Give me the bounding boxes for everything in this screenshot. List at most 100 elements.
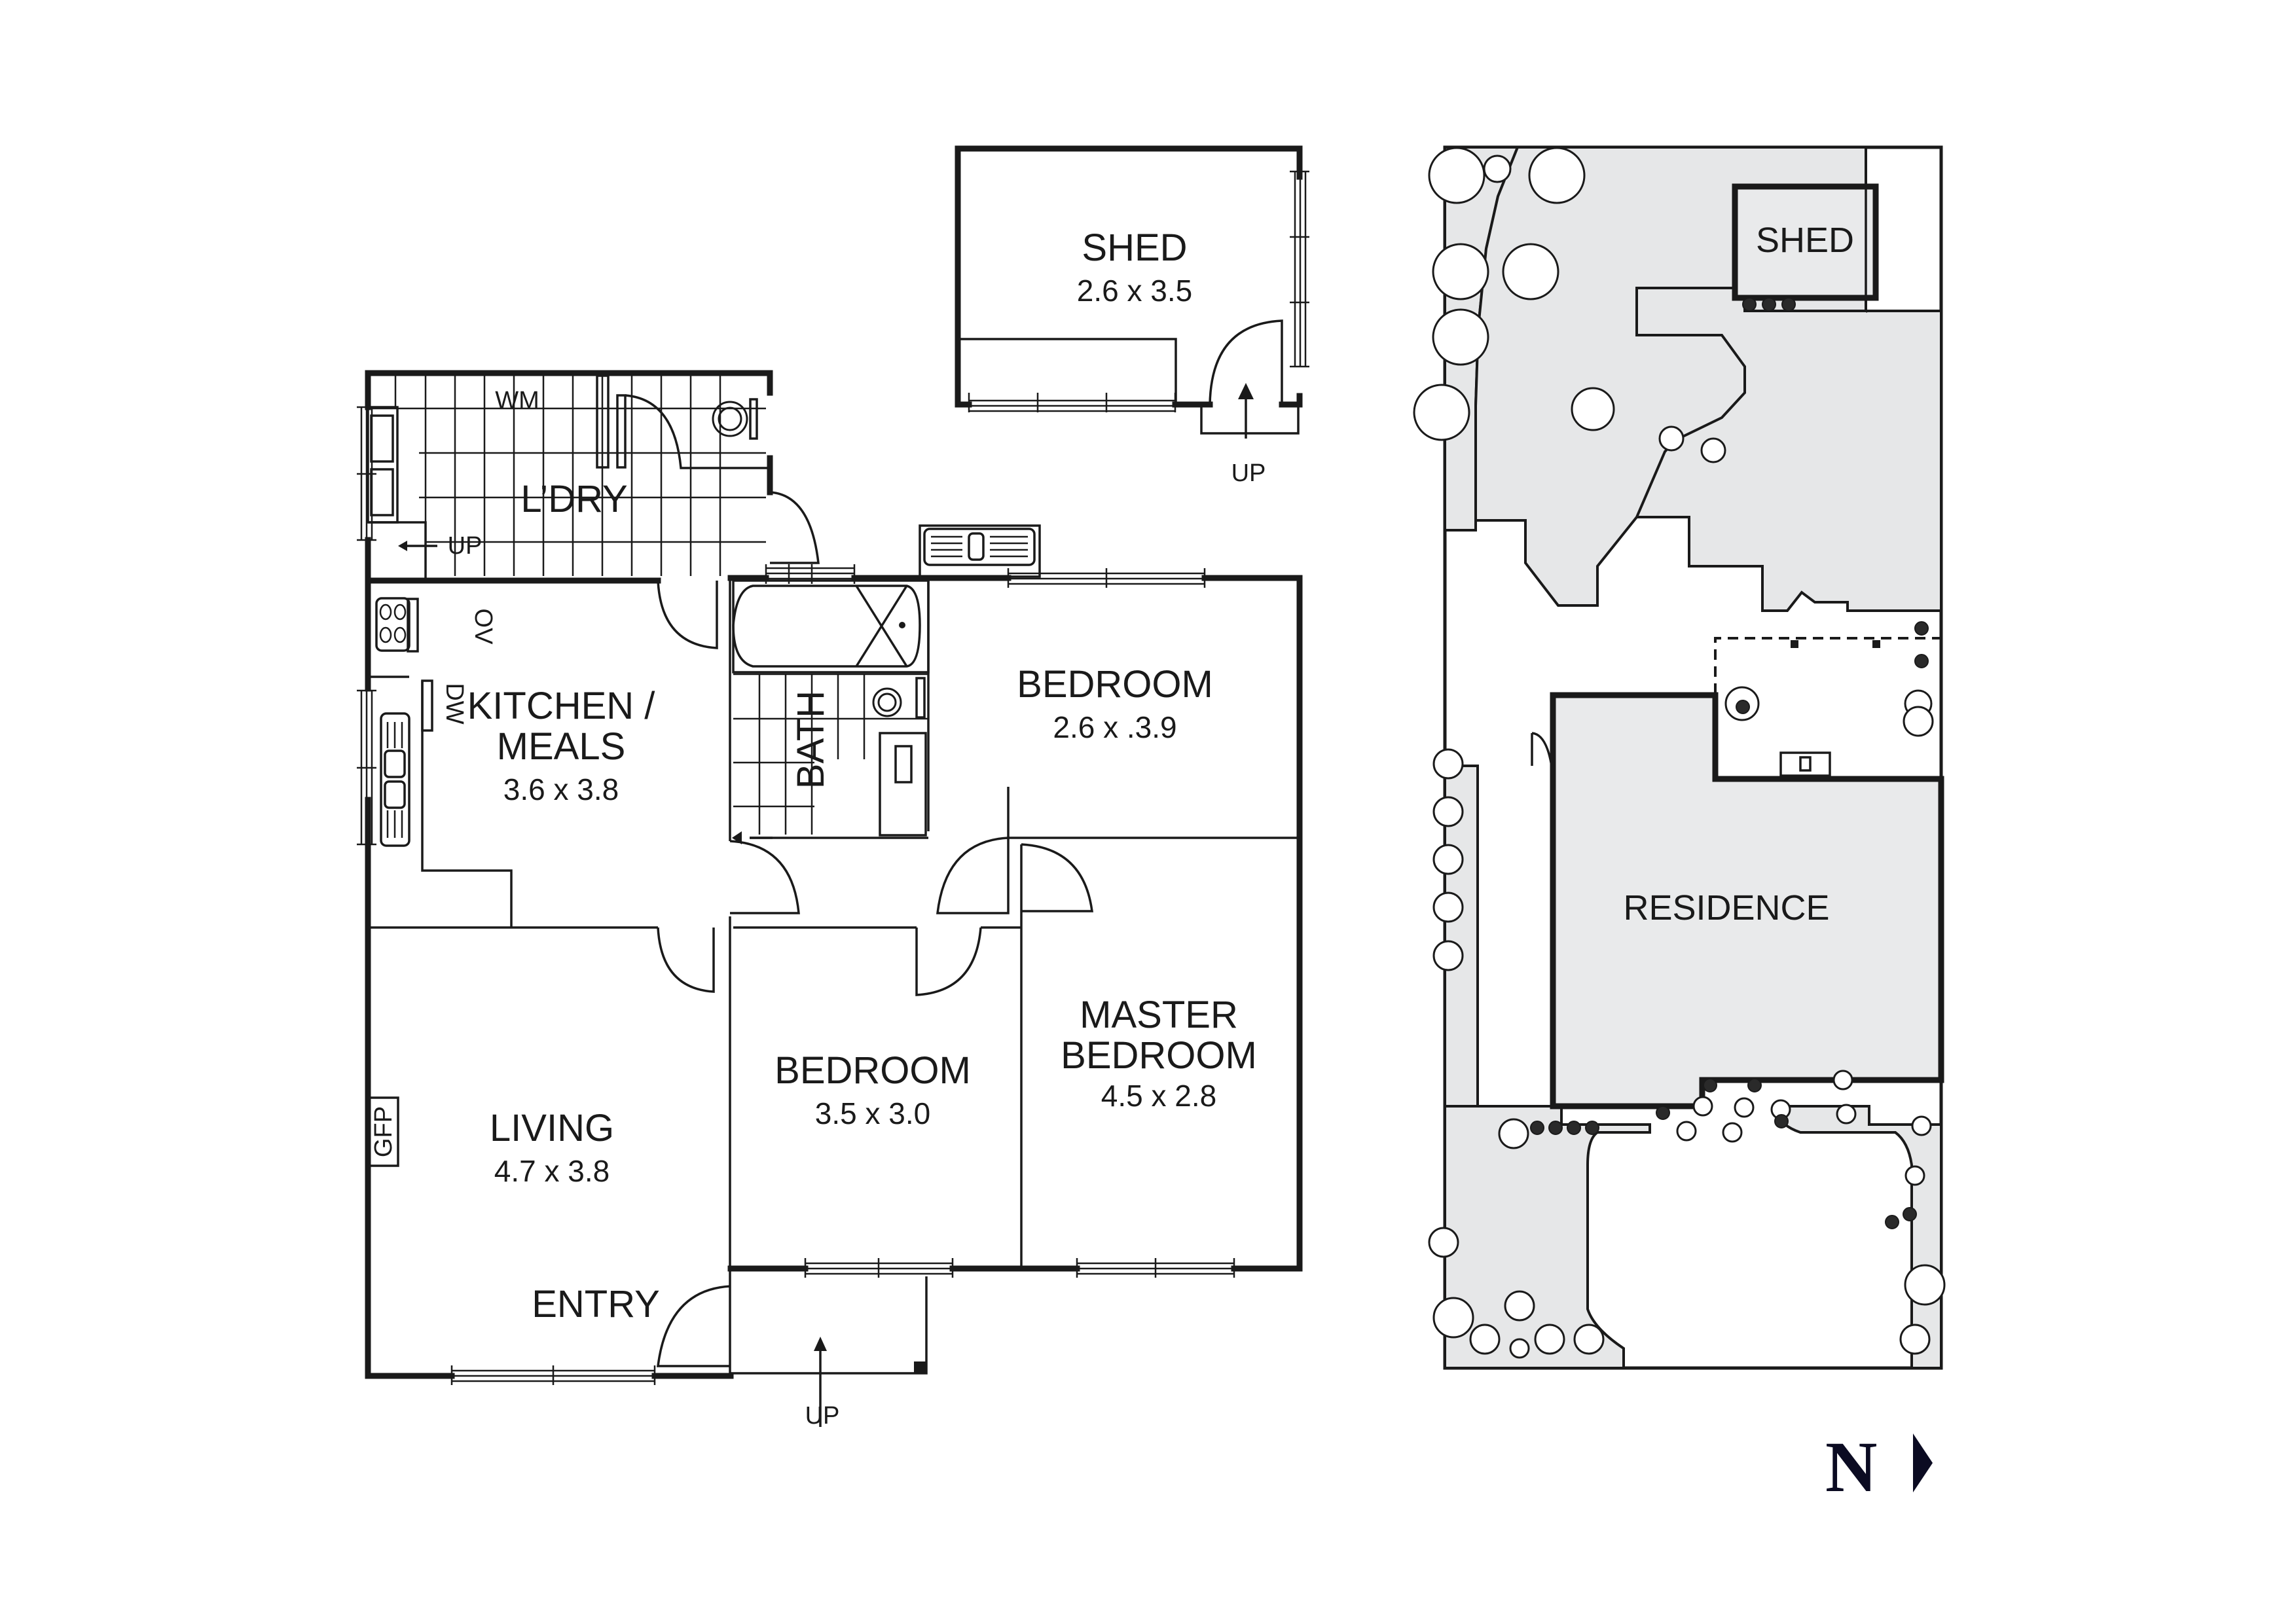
tree-icon [1904,1264,1946,1306]
shrub-icon [1656,1106,1670,1120]
shrub-icon [1903,1207,1917,1221]
living-door [657,927,715,993]
kitchen-room-label-line2: MEALS [497,725,626,768]
laundry-window [357,406,376,541]
shed-floor-plan: UP SHED 2.6 x 3.5 [955,145,1309,487]
bedroom3-window [804,1258,954,1278]
tree-icon [1903,706,1934,737]
oven-label: OV [469,609,497,645]
shrub-icon [1747,1078,1762,1092]
site-residence [1550,692,1944,1109]
tree-icon [1832,1070,1853,1090]
tree-icon [1428,147,1485,204]
master-window [1076,1258,1235,1278]
bath-tile-grid [733,673,928,835]
tree-icon [1432,748,1464,780]
laundry-tile-grid [370,376,766,576]
shed-room-dimensions: 2.6 x 3.5 [1077,274,1192,308]
sink-icon [380,712,410,847]
tree-icon [1658,425,1685,452]
shrub-icon [1774,1114,1789,1128]
vanity-icon [879,732,927,837]
dishwasher-unit [421,679,433,732]
shed-bench [960,338,1177,402]
tree-icon [1676,1121,1697,1142]
bedroom2-room-dimensions: 2.6 x .3.9 [1053,710,1176,744]
tree-icon [1432,308,1489,366]
tree-icon [1502,243,1559,300]
wc-door [625,394,767,469]
tree-icon [1836,1104,1857,1125]
house-floor-plan: WM L’DRY UP OV DW [357,370,1303,1430]
tree-icon [1904,1165,1925,1186]
tree-icon [1498,1118,1529,1149]
tree-icon [1911,1115,1932,1136]
laundry-up-label: UP [448,532,483,560]
shrub-icon [1736,700,1750,714]
shrub-icon [1585,1121,1599,1135]
tree-icon [1528,147,1586,204]
gas-fireplace-label: GFP [370,1106,397,1157]
kitchen-room-label-line1: KITCHEN / [467,685,656,727]
laundry-room-label: L’DRY [520,478,627,520]
entry-label: ENTRY [532,1283,660,1325]
site-plan: SHED RESIDENCE [1413,145,1946,1370]
tree-icon [1504,1290,1535,1322]
gas-fireplace [367,1096,399,1167]
shrub-icon [1742,297,1757,312]
shrub-icon [1885,1215,1899,1229]
tree-icon [1573,1324,1605,1355]
north-arrow: N [1825,1427,1933,1507]
tree-icon [1432,940,1464,971]
tree-icon [1722,1122,1743,1143]
shed-step [1200,405,1300,435]
shed-up-arrow-icon [1238,383,1254,399]
bathtub-icon [732,585,921,668]
entry-porch [731,1276,928,1375]
tree-icon [1432,1297,1474,1339]
shrub-icon [1548,1121,1563,1135]
tree-icon [1700,437,1726,463]
hall-door [729,840,800,914]
tree-icon [1432,796,1464,827]
master-room-label-line2: BEDROOM [1061,1034,1257,1077]
entry-up-arrow-icon [814,1337,827,1351]
kitchen-laundry-door [657,580,718,649]
shed-window-bottom [968,393,1176,412]
washing-machine-label: WM [495,387,539,414]
tree-icon [1432,844,1464,875]
shrub-icon [1914,621,1929,636]
tree-icon [1432,892,1464,923]
kitchen-room-dimensions: 3.6 x 3.8 [503,772,619,806]
bath-window [765,564,856,584]
tree-icon [1432,243,1489,300]
entry-door [657,1285,731,1367]
toilet-icon [712,398,758,440]
shed-up-label: UP [1231,460,1266,487]
tree-icon [1571,387,1615,431]
laundry-tub-icon [367,406,427,579]
master-room-dimensions: 4.5 x 2.8 [1101,1079,1216,1113]
bedroom2-room-label: BEDROOM [1017,663,1213,706]
site-residence-label: RESIDENCE [1623,888,1829,928]
shed-door [1209,319,1283,405]
shed-window-right [1290,170,1309,368]
site-shed [1732,183,1879,301]
shrub-icon [1914,654,1929,668]
north-arrow-icon [1913,1433,1933,1492]
site-shed-label: SHED [1756,221,1854,260]
bedroom2-window [1007,568,1206,588]
living-room-dimensions: 4.7 x 3.8 [494,1154,610,1188]
kitchen-window [357,689,376,846]
porch-post [914,1361,926,1373]
north-label: N [1825,1427,1877,1507]
laundry-partition [596,374,610,469]
bath-alcove [732,579,930,674]
heater-unit-icon [919,524,1041,578]
bedroom3-room-dimensions: 3.5 x 3.0 [815,1096,930,1130]
tree-icon [1692,1096,1713,1117]
shrub-icon [1530,1121,1544,1135]
trees [1413,147,1946,1359]
cooktop-icon [375,597,419,653]
tree-icon [1509,1338,1530,1359]
